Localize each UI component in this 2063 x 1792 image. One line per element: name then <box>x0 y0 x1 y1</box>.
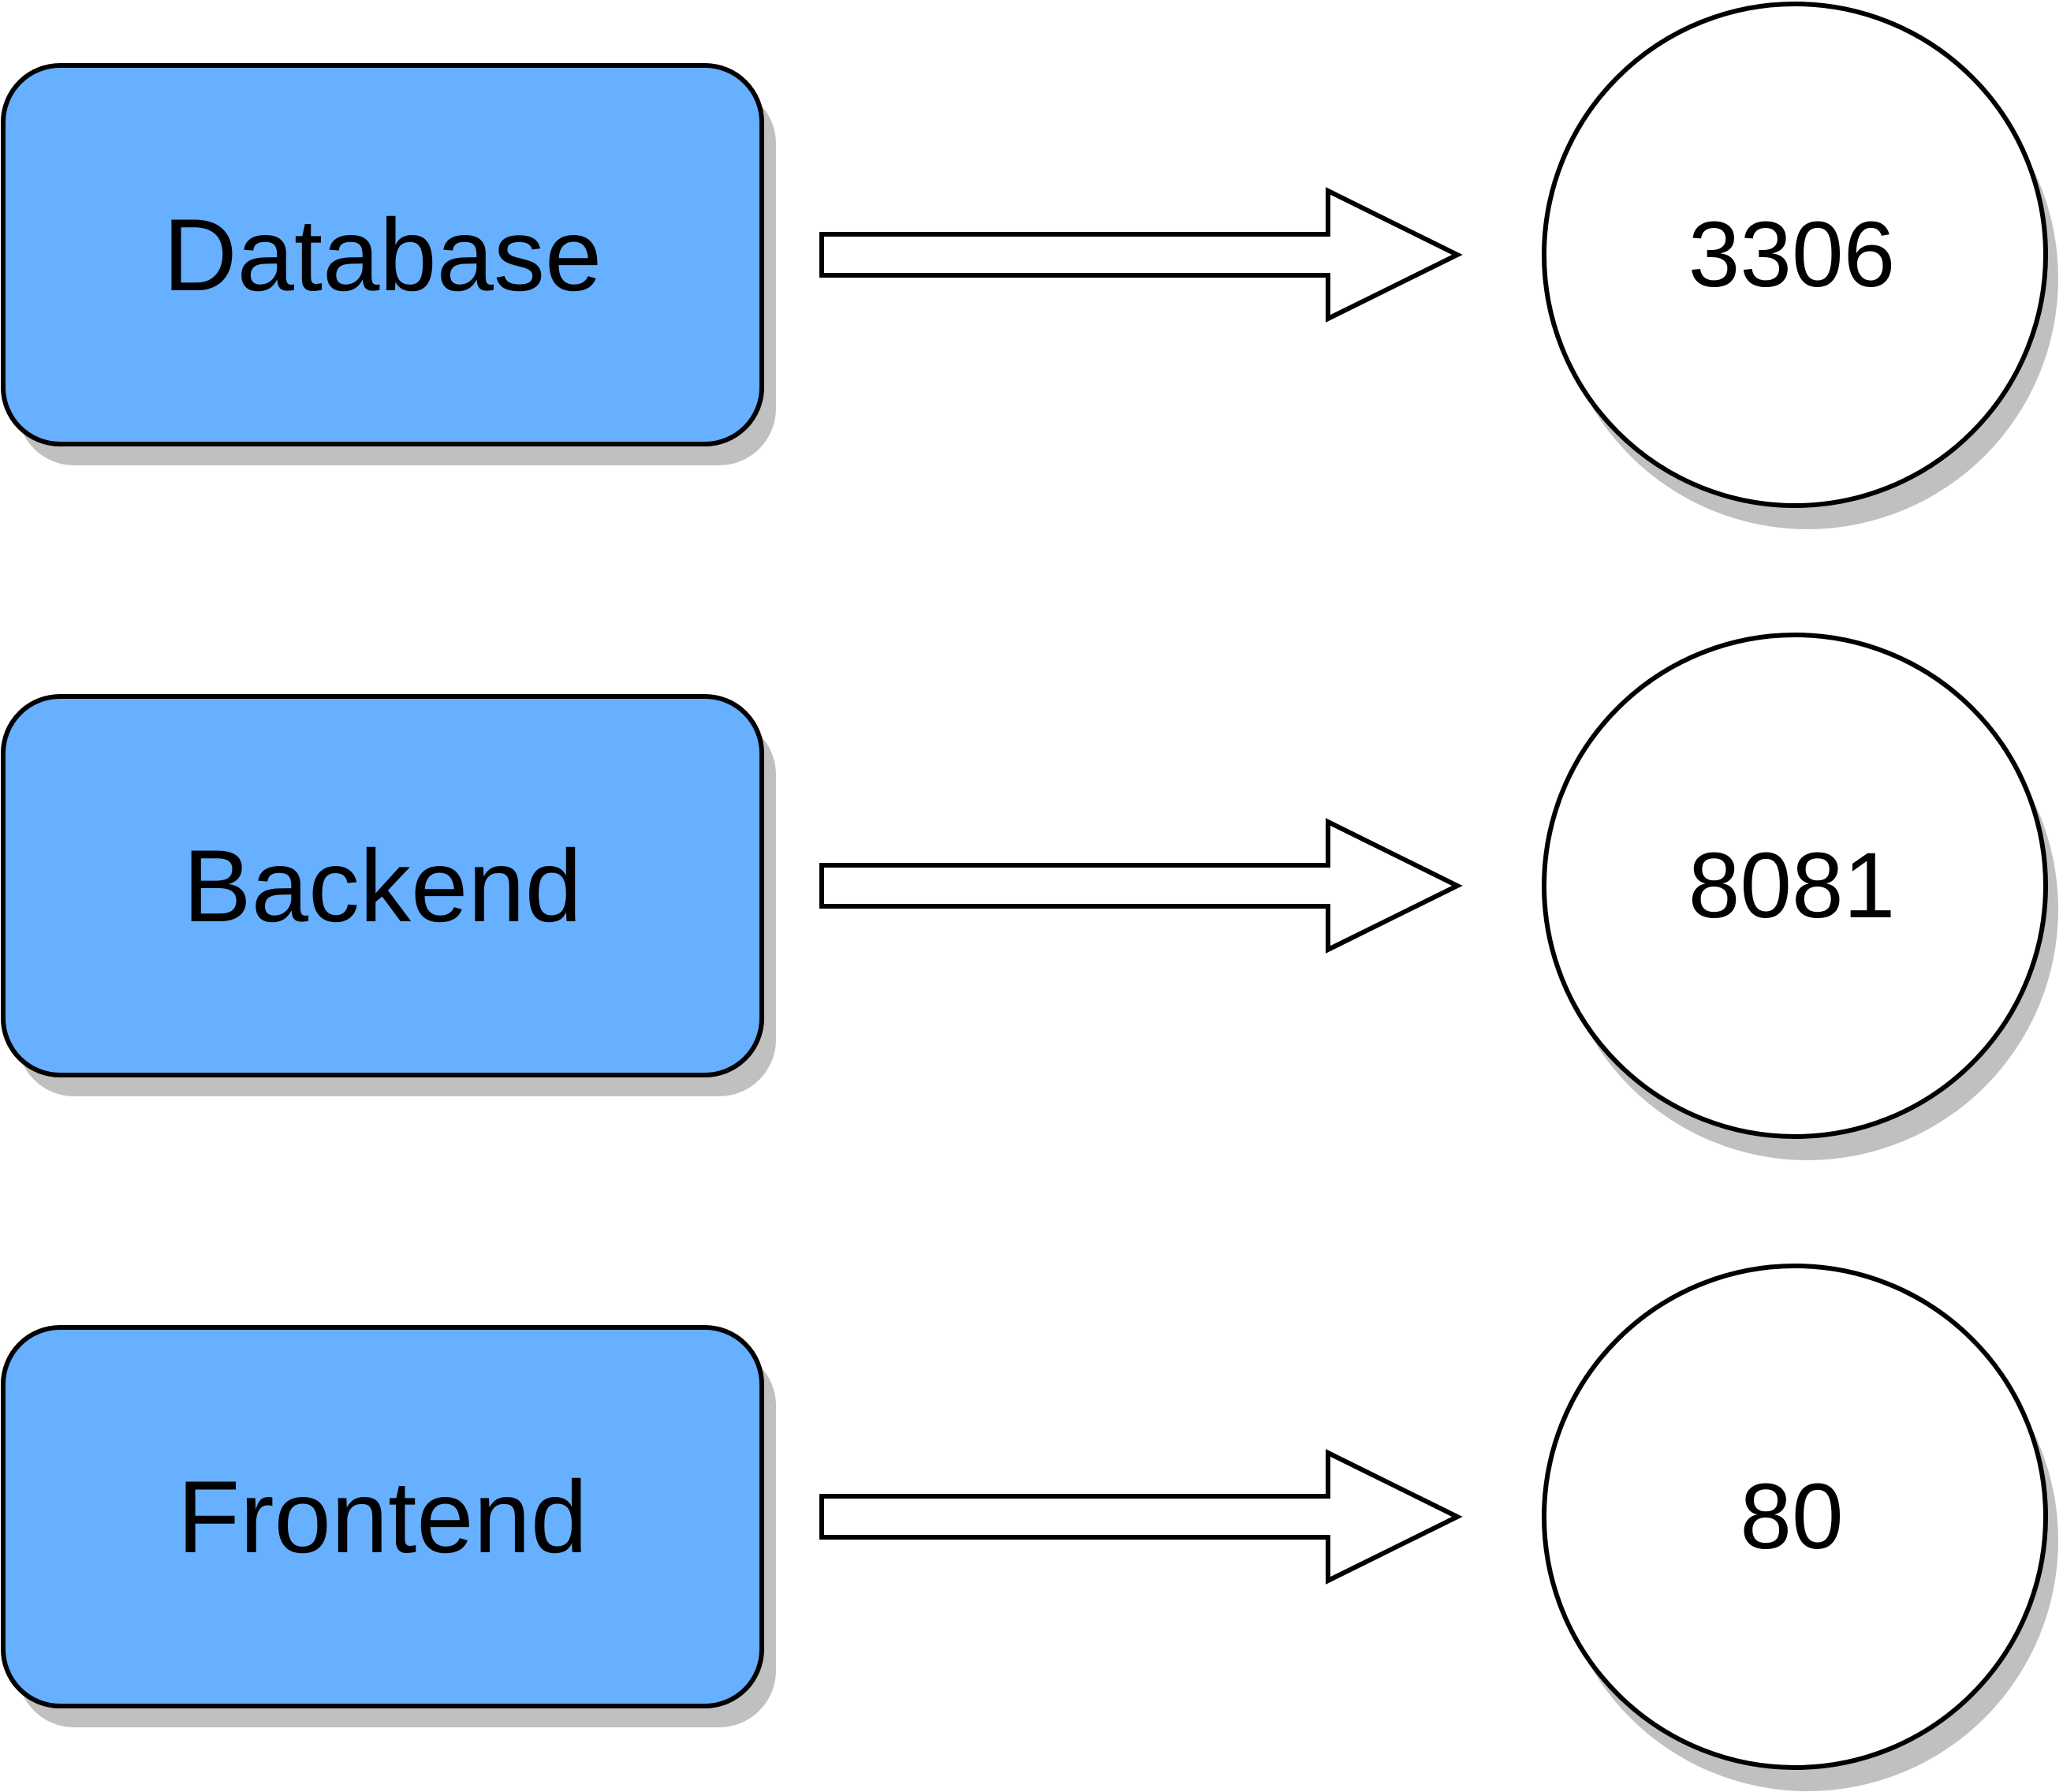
row-frontend: Frontend 80 <box>1 1264 2058 1791</box>
service-label: Backend <box>183 828 582 943</box>
service-box[interactable] <box>1 694 764 1077</box>
service-box[interactable] <box>1 1325 764 1708</box>
service-label: Frontend <box>177 1459 588 1574</box>
port-circle[interactable] <box>1542 1264 2048 1770</box>
port-label: 8081 <box>1688 834 1896 938</box>
arrow <box>819 818 1463 954</box>
port-label: 3306 <box>1688 203 1896 307</box>
port-circle[interactable] <box>1542 633 2048 1139</box>
arrow <box>819 1449 1463 1585</box>
port-circle[interactable] <box>1542 2 2048 508</box>
port-label: 80 <box>1740 1465 1843 1569</box>
service-label: Database <box>163 197 602 312</box>
row-database: Database 3306 <box>1 2 2058 529</box>
arrow <box>819 187 1463 323</box>
row-backend: Backend 8081 <box>1 633 2058 1160</box>
service-box[interactable] <box>1 63 764 446</box>
